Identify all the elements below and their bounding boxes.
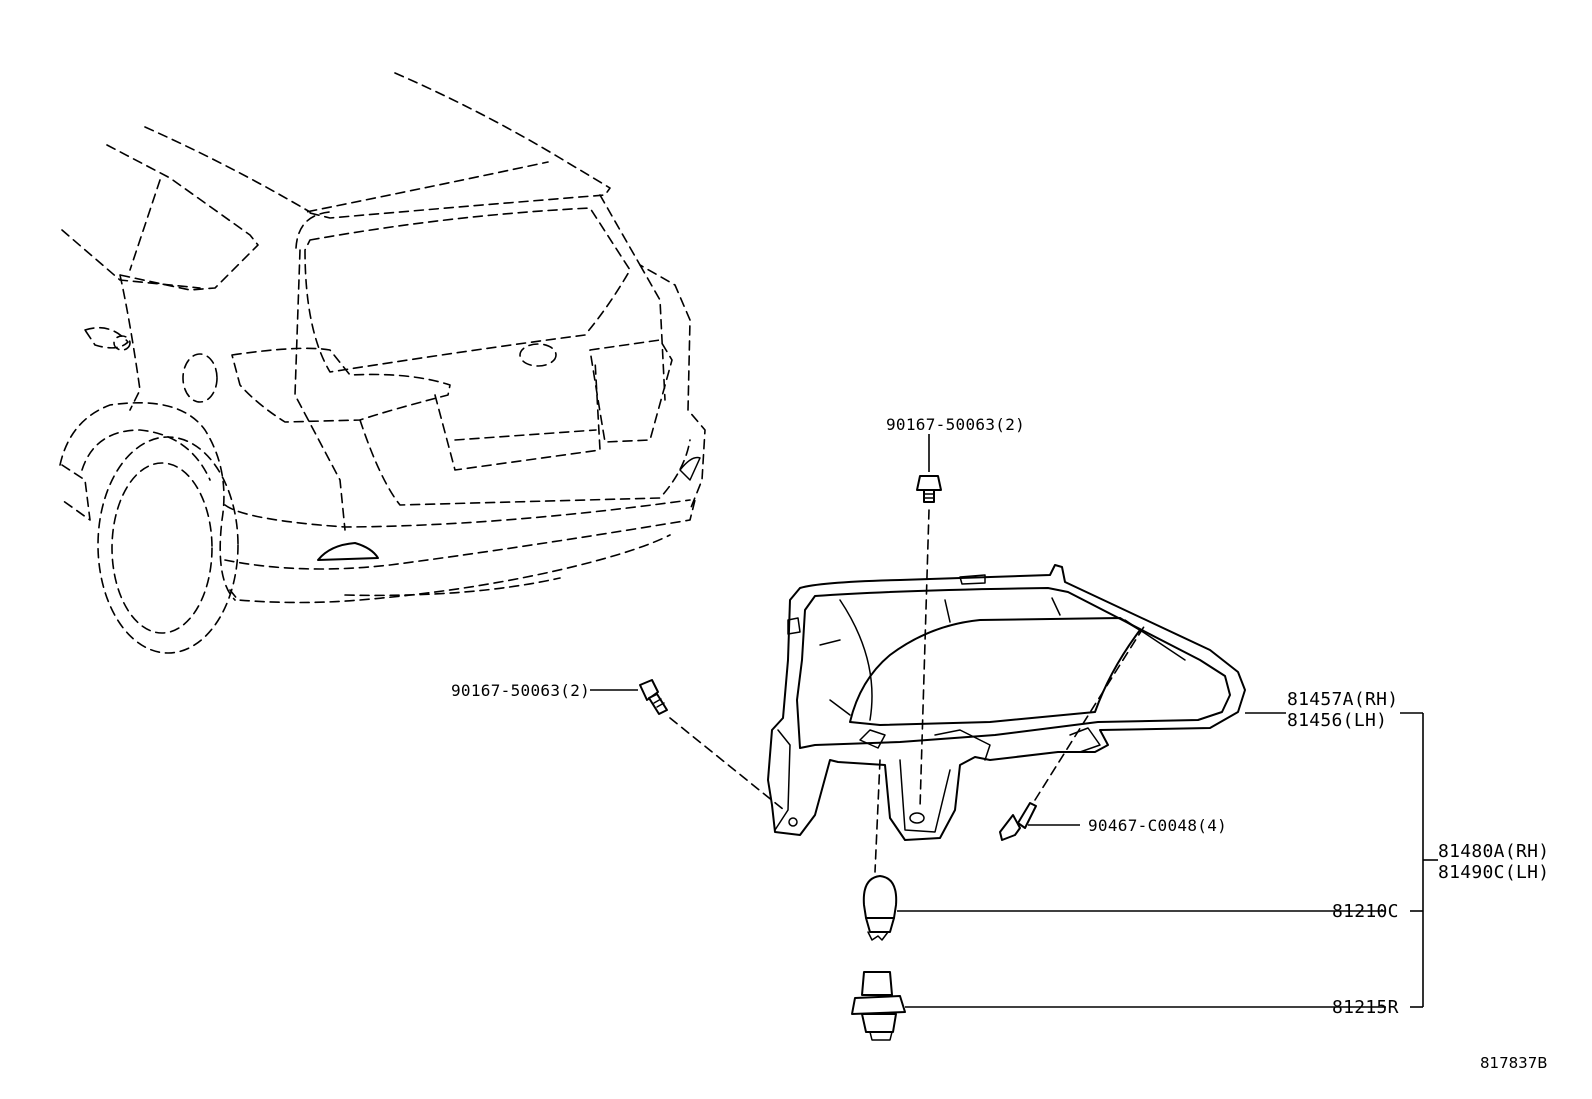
label-reflector-rh: 81457A(RH) [1287, 689, 1398, 710]
leader-lines [1245, 712, 1438, 1008]
bulb [862, 759, 1386, 941]
label-socket: 81215R [1332, 997, 1399, 1018]
reflector-housing [767, 564, 1246, 841]
label-bulb: 81210C [1332, 901, 1399, 922]
label-bolt-left: 90167-50063(2) [451, 681, 590, 700]
label-bolt-top: 90167-50063(2) [886, 415, 1025, 434]
label-reflector-lh: 81456(LH) [1287, 710, 1387, 731]
vehicle-rear-view [59, 72, 706, 654]
clip-fastener [999, 624, 1146, 841]
label-assy-rh: 81480A(RH) [1438, 841, 1549, 862]
socket [851, 971, 1386, 1041]
bolt-left [590, 679, 785, 811]
label-clip: 90467-C0048(4) [1088, 816, 1227, 835]
label-assy-lh: 81490C(LH) [1438, 862, 1549, 883]
bolt-top [916, 434, 942, 809]
reference-number: 817837B [1480, 1054, 1548, 1072]
